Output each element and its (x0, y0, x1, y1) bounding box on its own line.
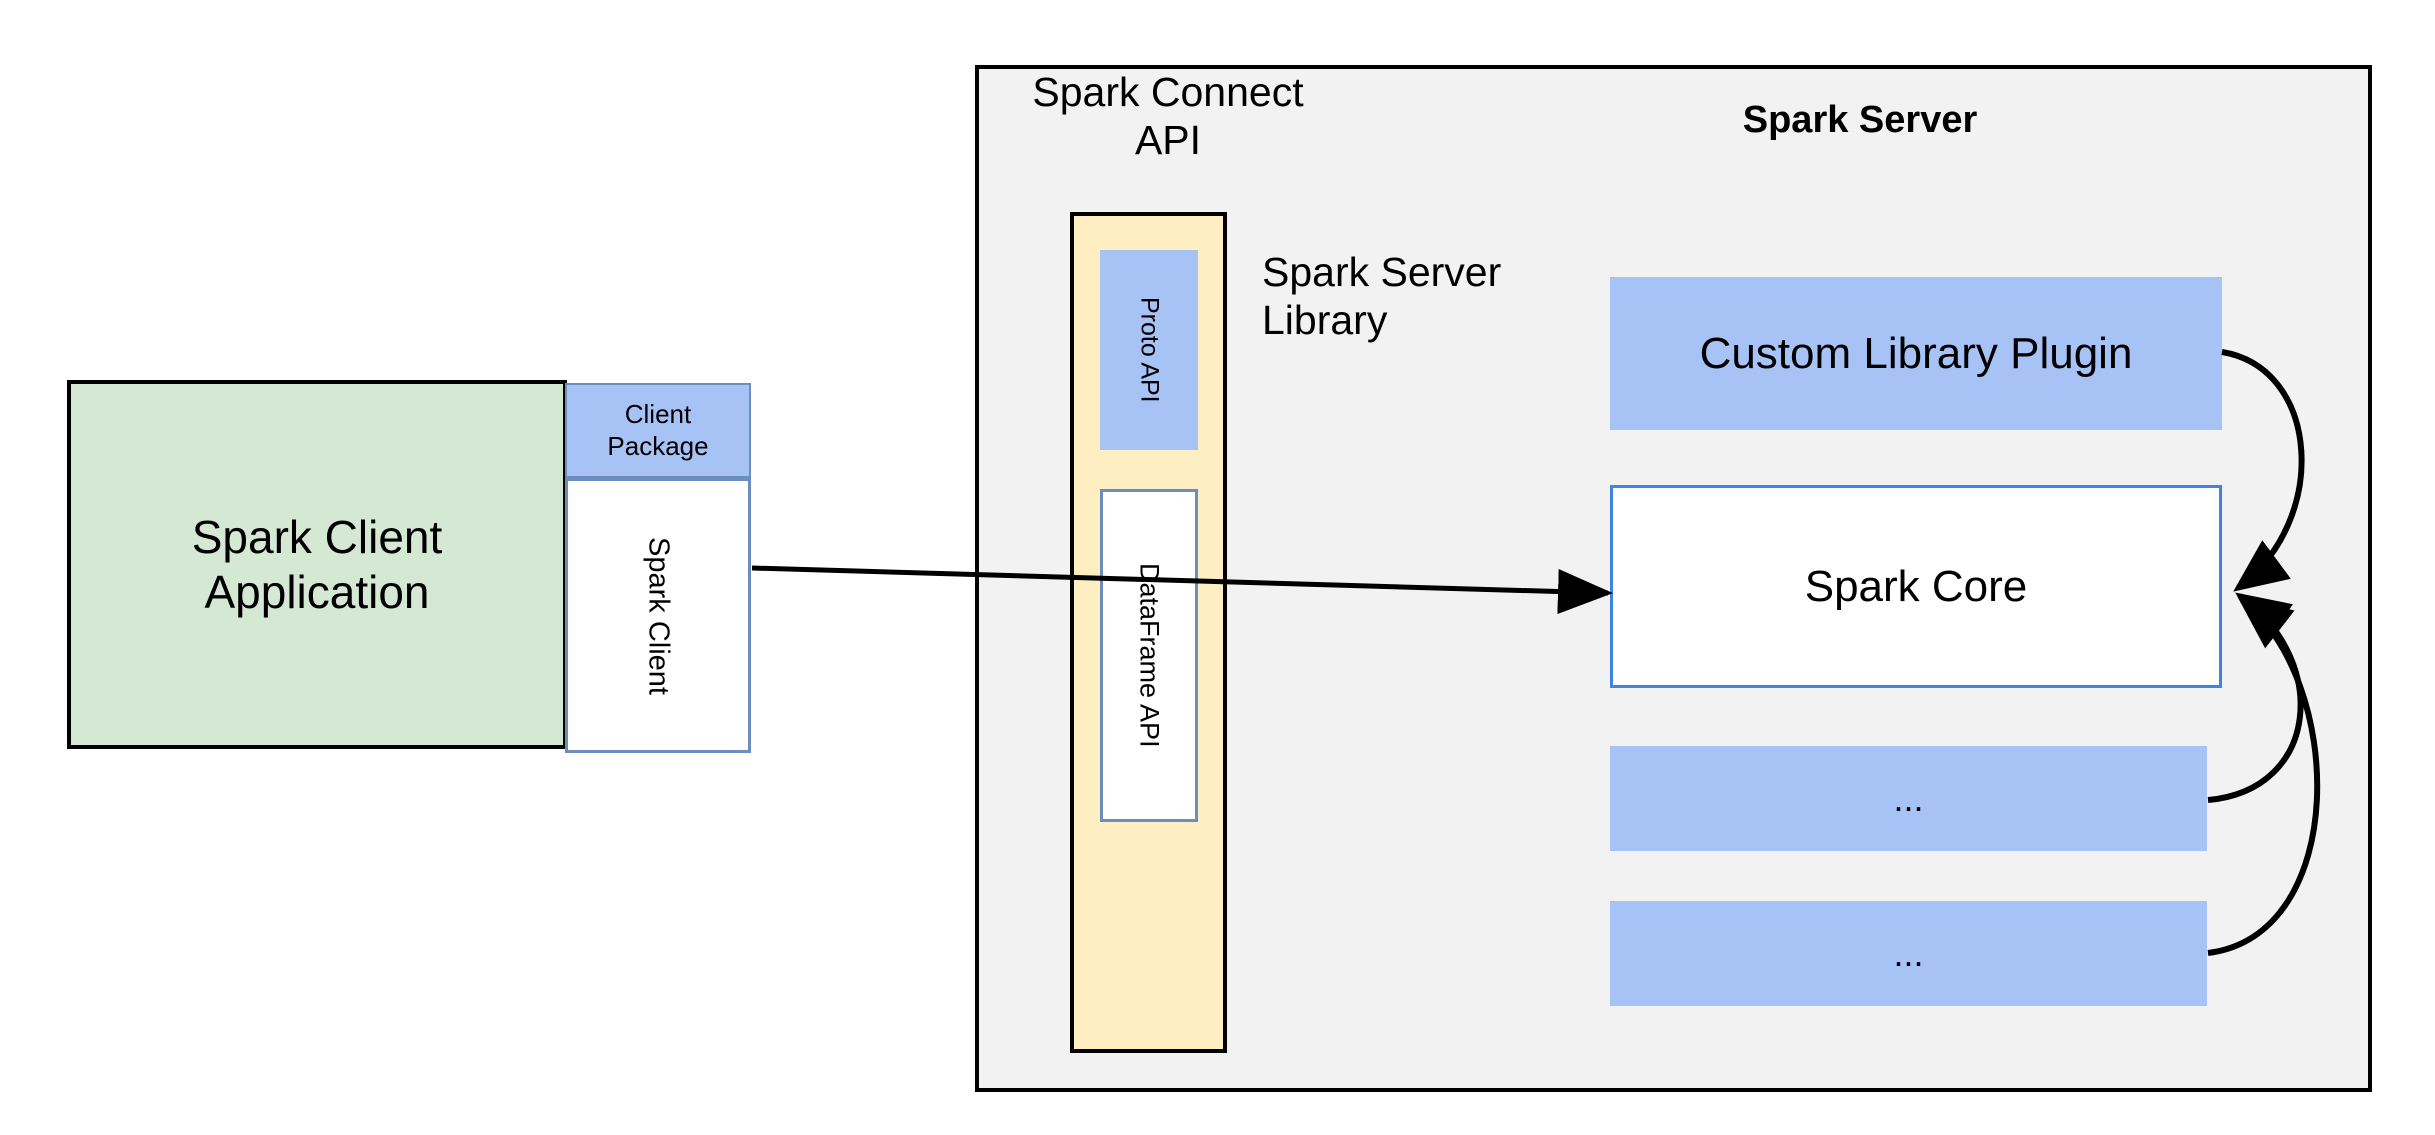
spark-client-label: Spark Client (642, 536, 675, 695)
spark-core-box[interactable]: Spark Core (1610, 485, 2222, 688)
dataframe-api-box[interactable]: DataFrame API (1100, 489, 1198, 822)
ellipsis-label-2: ... (1893, 932, 1924, 974)
ellipsis-label-1: ... (1893, 777, 1924, 819)
ellipsis-box-1[interactable]: ... (1610, 746, 2207, 851)
spark-server-title: Spark Server (1660, 95, 2060, 145)
spark-core-label: Spark Core (1804, 561, 2028, 611)
spark-server-title-text: Spark Server (1742, 98, 1978, 141)
custom-library-plugin-box[interactable]: Custom Library Plugin (1610, 277, 2222, 430)
proto-api-box[interactable]: Proto API (1100, 250, 1198, 450)
proto-api-label: Proto API (1135, 297, 1164, 403)
spark-client-box[interactable]: Spark Client (565, 478, 751, 753)
dataframe-api-label: DataFrame API (1134, 563, 1165, 748)
custom-library-plugin-label: Custom Library Plugin (1699, 328, 2133, 378)
ellipsis-box-2[interactable]: ... (1610, 901, 2207, 1006)
